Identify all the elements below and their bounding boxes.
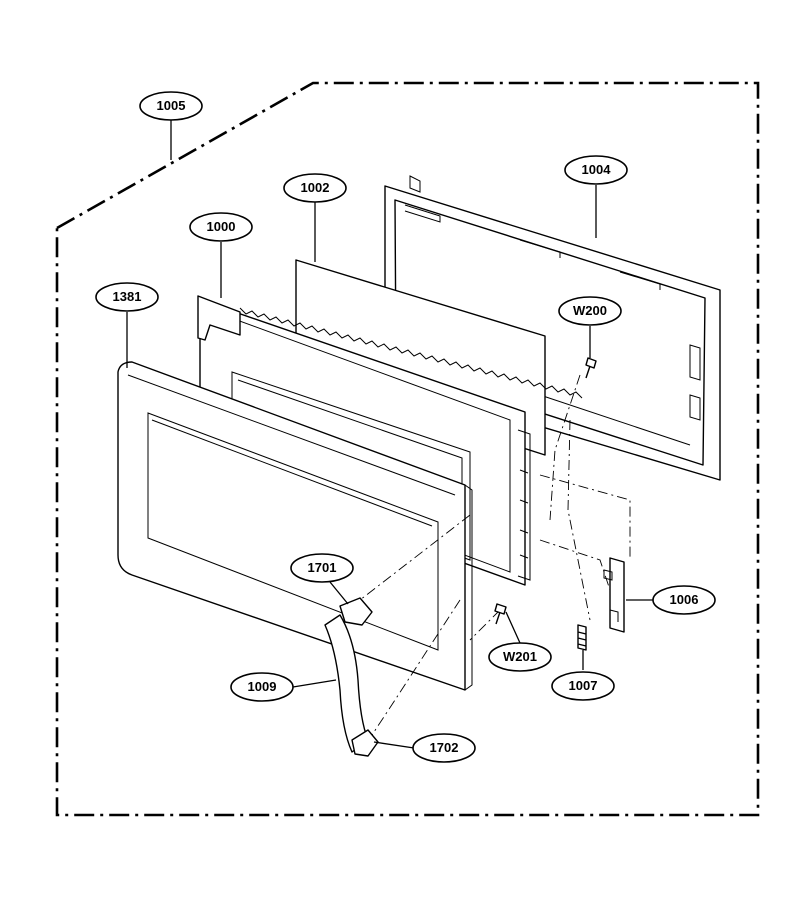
callout-w200-label: W200	[573, 303, 607, 318]
callout-1004: 1004	[564, 155, 628, 185]
callout-w200: W200	[558, 296, 622, 326]
callout-1007: 1007	[551, 671, 615, 701]
callout-1004-label: 1004	[582, 162, 612, 177]
callout-w201-label: W201	[503, 649, 537, 664]
part-1007-spring	[577, 624, 587, 651]
callout-1702: 1702	[412, 733, 476, 763]
assembly-boundary	[55, 81, 760, 817]
callout-1007-label: 1007	[569, 678, 598, 693]
callout-1005-label: 1005	[157, 98, 186, 113]
callout-1009: 1009	[230, 672, 294, 702]
part-1702-cap	[351, 729, 379, 757]
part-1006-latch-lever	[603, 557, 625, 633]
callout-1002: 1002	[283, 173, 347, 203]
part-w200-screw	[585, 357, 597, 379]
part-1381-door-panel	[117, 361, 473, 691]
callout-1009-label: 1009	[248, 679, 277, 694]
callout-1000-label: 1000	[207, 219, 236, 234]
leader-lines	[126, 120, 656, 749]
callout-w201: W201	[488, 642, 552, 672]
callout-1701: 1701	[290, 553, 354, 583]
callout-1006: 1006	[652, 585, 716, 615]
callout-1381-label: 1381	[113, 289, 142, 304]
part-1701-cap	[339, 597, 373, 626]
callout-1702-label: 1702	[430, 740, 459, 755]
part-w201-screw	[494, 603, 507, 625]
part-1009-handle	[324, 614, 369, 753]
callout-1005: 1005	[139, 91, 203, 121]
callout-1701-label: 1701	[308, 560, 337, 575]
callout-1000: 1000	[189, 212, 253, 242]
callout-1006-label: 1006	[670, 592, 699, 607]
callout-1381: 1381	[95, 282, 159, 312]
callout-1002-label: 1002	[301, 180, 330, 195]
assembly-guide-lines	[359, 374, 631, 736]
